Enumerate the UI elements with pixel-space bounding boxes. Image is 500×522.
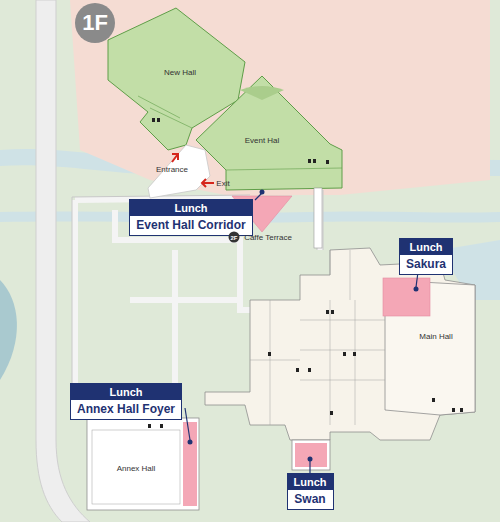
annex-foyer xyxy=(183,422,197,506)
place-name: Caffe Terrace xyxy=(244,233,292,242)
building-rooms xyxy=(250,250,385,425)
callout-heading: Lunch xyxy=(288,474,333,490)
lunch-callout: LunchEvent Hall Corridor xyxy=(129,199,252,236)
sakura-room xyxy=(383,278,430,316)
event-hall xyxy=(196,76,342,190)
lunch-callout: LunchSakura xyxy=(399,238,453,275)
venue-name: Swan xyxy=(288,490,333,509)
entrance-label: Entrance xyxy=(156,165,188,174)
site-area xyxy=(70,0,490,196)
exit-label: Exit xyxy=(216,179,229,188)
callout-heading: Lunch xyxy=(400,239,452,255)
lunch-callout: LunchAnnex Hall Foyer xyxy=(70,383,182,420)
annex-inner xyxy=(92,430,180,504)
venue-name: Sakura xyxy=(400,255,452,274)
hall-name: Annex Hall xyxy=(117,464,156,473)
floor-badge: 1F xyxy=(75,3,115,43)
main-building xyxy=(205,248,475,440)
hall-name: Main Hall xyxy=(419,332,452,341)
callout-heading: Lunch xyxy=(130,200,251,216)
corridor xyxy=(314,188,322,248)
venue-name: Annex Hall Foyer xyxy=(71,400,181,419)
swan-room xyxy=(295,443,327,467)
floor-icon: 2F xyxy=(229,232,240,243)
hall-name: Event Hal xyxy=(245,136,280,145)
callout-heading: Lunch xyxy=(71,384,181,400)
entrance-area xyxy=(148,145,210,198)
pond xyxy=(0,280,17,380)
new-hall-detail xyxy=(138,96,192,128)
lunch-callout: LunchSwan xyxy=(287,473,334,510)
toilet-icon xyxy=(148,118,463,428)
stage xyxy=(240,86,284,100)
annex-hall xyxy=(87,418,199,510)
hall-name: New Hall xyxy=(164,68,196,77)
swan-building xyxy=(292,440,330,470)
event-hall-corridor-line xyxy=(226,168,342,170)
floor-number: 1F xyxy=(82,10,108,36)
